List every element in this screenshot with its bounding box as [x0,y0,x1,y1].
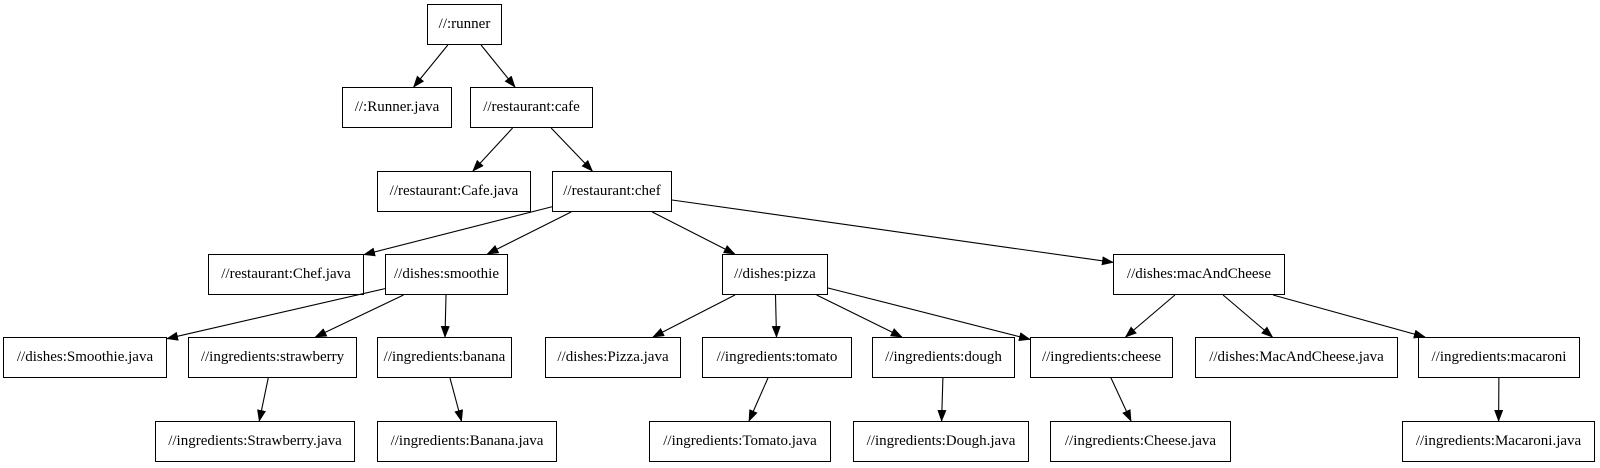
edge-cafe-to-chef [550,127,594,172]
edge-banana-to-banana-java [449,377,464,422]
graph-node-banana-java: //ingredients:Banana.java [377,421,557,462]
graph-node-cheese-java: //ingredients:Cheese.java [1050,421,1231,462]
graph-node-pizza: //dishes:pizza [722,254,828,295]
graph-node-cafe: //restaurant:cafe [470,87,593,128]
edge-cheese-to-cheese-java [1110,377,1132,422]
edge-chef-to-smoothie [486,211,572,255]
edge-mac-and-cheese-to-macaroni [1272,294,1426,339]
graph-node-runner-java: //:Runner.java [342,87,452,128]
graph-node-mac-and-cheese: //dishes:macAndCheese [1113,254,1285,295]
edge-chef-to-pizza [652,211,736,255]
edge-pizza-to-tomato [771,294,781,338]
graph-node-chef: //restaurant:chef [552,171,672,212]
edge-chef-to-mac-and-cheese [671,199,1114,266]
graph-node-strawberry-java: //ingredients:Strawberry.java [155,421,355,462]
edge-dough-to-dough-java [937,377,947,422]
edge-pizza-to-pizza-java [652,294,736,338]
edge-runner-to-runner-java [413,44,449,88]
graph-node-cheese: //ingredients:cheese [1030,337,1173,378]
graph-node-banana: //ingredients:banana [377,337,512,378]
graph-node-macaroni-java: //ingredients:Macaroni.java [1402,421,1595,462]
edge-chef-to-chef-java [363,206,553,257]
edge-mac-and-cheese-to-mac-and-cheese-java [1222,294,1274,338]
graph-node-tomato: //ingredients:tomato [702,337,852,378]
edge-mac-and-cheese-to-cheese [1124,294,1176,338]
graph-node-mac-and-cheese-java: //dishes:MacAndCheese.java [1195,337,1398,378]
edge-pizza-to-dough [816,294,903,338]
graph-node-smoothie-java: //dishes:Smoothie.java [3,337,167,378]
edge-smoothie-to-banana [440,294,450,338]
graph-node-runner: //:runner [427,4,502,45]
edge-smoothie-to-strawberry [314,294,404,338]
graph-node-pizza-java: //dishes:Pizza.java [545,337,681,378]
edge-tomato-to-tomato-java [748,377,769,422]
graph-node-macaroni: //ingredients:macaroni [1418,337,1580,378]
graph-node-smoothie: //dishes:smoothie [385,254,508,295]
edge-cafe-to-cafe-java [472,127,513,172]
edge-pizza-to-cheese [827,287,1031,341]
graph-node-strawberry: //ingredients:strawberry [188,337,357,378]
graph-node-dough: //ingredients:dough [872,337,1015,378]
graph-node-chef-java: //restaurant:Chef.java [208,254,364,295]
edge-strawberry-to-strawberry-java [257,377,269,422]
edge-runner-to-cafe [480,44,516,88]
edge-smoothie-to-smoothie-java [166,288,386,341]
graph-node-cafe-java: //restaurant:Cafe.java [377,171,531,212]
graph-node-dough-java: //ingredients:Dough.java [853,421,1029,462]
graph-node-tomato-java: //ingredients:Tomato.java [649,421,831,462]
